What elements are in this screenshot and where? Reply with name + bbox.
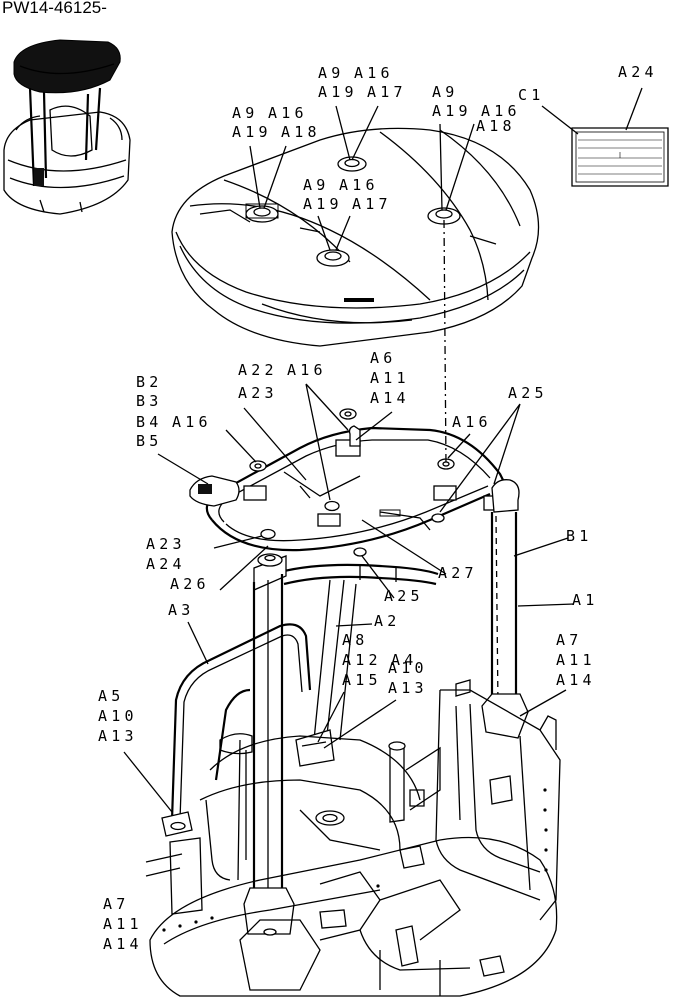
callout-label: A9 [232, 104, 258, 122]
callout-label: A16 [172, 413, 212, 431]
callout-label: A16 [452, 413, 492, 431]
callout-label: C1 [518, 86, 544, 104]
callout-label: A23 [238, 384, 278, 402]
callout-label: A3 [168, 601, 194, 619]
callout-label: A16 [287, 361, 327, 379]
callout-label: B5 [136, 432, 162, 450]
leader-lines [123, 87, 643, 813]
callout-label: B1 [566, 527, 592, 545]
callout-label: A18 [476, 117, 516, 135]
callout-label: A7 [103, 895, 129, 913]
callout-label: A23 [146, 535, 186, 553]
callout-label: A25 [384, 587, 424, 605]
callout-label: A19 [232, 123, 272, 141]
callout-label: B3 [136, 392, 162, 410]
callout-label: B2 [136, 373, 162, 391]
callout-label: A6 [370, 349, 396, 367]
callout-label: A13 [388, 679, 428, 697]
callout-label: A9 [303, 176, 329, 194]
rops-frame [161, 219, 529, 936]
callout-label: A26 [170, 575, 210, 593]
callout-label: A19 [303, 195, 343, 213]
callout-label: A11 [103, 915, 143, 933]
callout-label: A10 [388, 659, 428, 677]
rops-label-plate [571, 127, 669, 187]
callout-label: A8 [342, 631, 368, 649]
callout-label: A14 [370, 389, 410, 407]
callout-label: A27 [438, 564, 478, 582]
callout-label: A14 [103, 935, 143, 953]
callout-label: A19 [432, 102, 472, 120]
callout-label: A17 [352, 195, 392, 213]
callout-label: A1 [572, 591, 598, 609]
callout-label: A2 [374, 612, 400, 630]
thumbnail-machine [3, 39, 131, 215]
callout-label: B4 [136, 413, 162, 431]
machine-base [145, 679, 561, 997]
callout-label: A16 [339, 176, 379, 194]
callout-label: A24 [618, 63, 658, 81]
callout-label: A18 [281, 123, 321, 141]
callout-label: A19 [318, 83, 358, 101]
drawing-number: PW14-46125- [2, 0, 107, 17]
callout-label: A16 [268, 104, 308, 122]
callout-label: A15 [342, 671, 382, 689]
callout-label: A25 [508, 384, 548, 402]
callout-label: A24 [146, 555, 186, 573]
callout-label: A11 [370, 369, 410, 387]
callout-label: A16 [354, 64, 394, 82]
callout-label: A14 [556, 671, 596, 689]
callout-label: A4 [391, 651, 417, 669]
callout-label: A7 [556, 631, 582, 649]
callout-label: A5 [98, 687, 124, 705]
canopy-roof [171, 127, 540, 347]
callout-label: A16 [481, 102, 521, 120]
callout-label: A13 [98, 727, 138, 745]
callout-label: A9 [318, 64, 344, 82]
callout-label: A12 [342, 651, 382, 669]
callout-label: A22 [238, 361, 278, 379]
callout-label: A9 [432, 83, 458, 101]
callout-label: A17 [367, 83, 407, 101]
callout-label: A11 [556, 651, 596, 669]
callout-label: A10 [98, 707, 138, 725]
